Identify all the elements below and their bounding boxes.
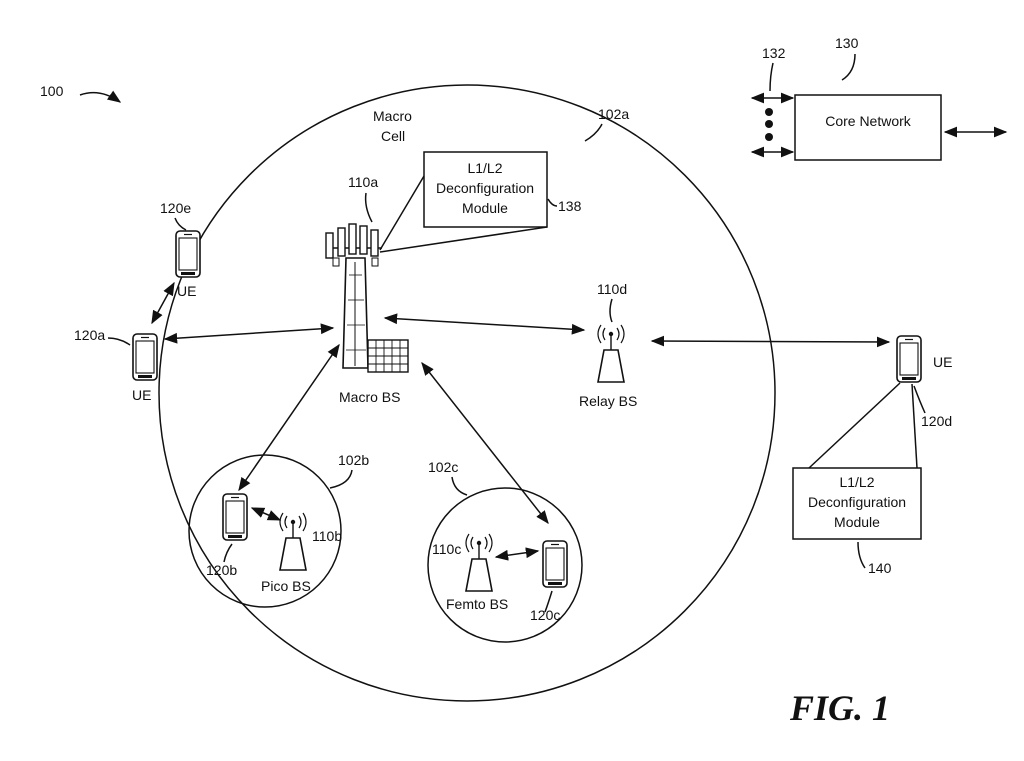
femto-bs-ref-label: 110c bbox=[432, 541, 461, 557]
module-140-ref-label: 140 bbox=[868, 560, 892, 576]
module-140-line3: Module bbox=[834, 514, 880, 530]
link-femto-ue120c bbox=[494, 547, 540, 561]
femto-cell-ref-leader bbox=[451, 476, 468, 496]
macro-cell-label-line2: Cell bbox=[381, 128, 405, 144]
macro-bs-label: Macro BS bbox=[339, 389, 400, 405]
module-138-line2: Deconfiguration bbox=[436, 180, 534, 196]
ue-120b-ref-label: 120b bbox=[206, 562, 237, 578]
ue-120c-phone-icon bbox=[542, 540, 568, 588]
module-138-callout-line-upper bbox=[379, 175, 425, 251]
macro-cell-ref-label: 102a bbox=[598, 106, 629, 122]
link-macro-relay bbox=[383, 313, 586, 335]
core-links-ref-leader bbox=[769, 62, 774, 92]
core-link-dot-2 bbox=[765, 120, 773, 128]
pico-cell-ref-label: 102b bbox=[338, 452, 369, 468]
module-140-line2: Deconfiguration bbox=[808, 494, 906, 510]
module-138-ref-label: 138 bbox=[558, 198, 582, 214]
macro-bs-ref-label: 110a bbox=[348, 174, 378, 190]
pico-cell-ref-leader bbox=[329, 469, 353, 489]
ue-120d-label: UE bbox=[933, 354, 952, 370]
ue-120b-ref-leader bbox=[223, 543, 233, 563]
module-138-callout-line-lower bbox=[379, 226, 548, 253]
ue-120e-phone-icon bbox=[175, 230, 201, 278]
femto-bs-label: Femto BS bbox=[446, 596, 508, 612]
core-links-ref-label: 132 bbox=[762, 45, 786, 61]
ue-120e-ref-leader bbox=[174, 217, 187, 231]
pico-bs-icon bbox=[279, 512, 307, 571]
module-138-ref-leader bbox=[547, 198, 558, 207]
ue-120c-ref-leader bbox=[544, 590, 553, 613]
link-macro-ue120b bbox=[238, 343, 340, 492]
module-138-box bbox=[423, 151, 548, 228]
ue-120a-phone-icon bbox=[132, 333, 158, 381]
macro-bs-ref-leader bbox=[364, 192, 373, 223]
macro-cell-ref-leader bbox=[584, 123, 603, 142]
core-network-box bbox=[794, 94, 942, 161]
link-relay-ue120d bbox=[650, 335, 891, 348]
core-link-dot-3 bbox=[765, 133, 773, 141]
module-138-line1: L1/L2 bbox=[467, 160, 502, 176]
ue-120a-label: UE bbox=[132, 387, 151, 403]
module-140-line1: L1/L2 bbox=[839, 474, 874, 490]
relay-bs-label: Relay BS bbox=[579, 393, 637, 409]
link-ue120b-pico bbox=[250, 507, 282, 521]
module-138-line3: Module bbox=[462, 200, 508, 216]
module-140-box bbox=[792, 467, 922, 540]
ue-120a-ref-leader bbox=[107, 337, 131, 346]
core-network-ref-label: 130 bbox=[835, 35, 859, 51]
macro-cell-circle bbox=[158, 84, 776, 702]
figure-caption: FIG. 1 bbox=[789, 688, 890, 728]
core-link-dot-1 bbox=[765, 108, 773, 116]
ue-120e-label: UE bbox=[177, 283, 196, 299]
ue-120d-phone-icon bbox=[896, 335, 922, 383]
pico-bs-ref-label: 110b bbox=[312, 528, 342, 544]
relay-bs-ref-leader bbox=[609, 298, 613, 323]
core-network-ref-leader bbox=[841, 53, 856, 81]
macro-bs-cabinet-icon bbox=[367, 339, 409, 373]
ue-120a-ref-label: 120a bbox=[74, 327, 105, 343]
femto-cell-ref-label: 102c bbox=[428, 459, 458, 475]
ue-120b-phone-icon bbox=[222, 493, 248, 541]
module-140-ref-leader bbox=[857, 541, 866, 569]
link-ue120a-ue120e bbox=[151, 281, 175, 325]
relay-bs-ref-label: 110d bbox=[597, 281, 627, 297]
ue-120e-ref-label: 120e bbox=[160, 200, 191, 216]
macro-bs-tower-icon bbox=[325, 223, 382, 369]
ue-120c-ref-label: 120c bbox=[530, 607, 560, 623]
relay-bs-icon bbox=[597, 324, 625, 383]
module-140-callout-line-left bbox=[808, 382, 901, 469]
macro-cell-label-line1: Macro bbox=[373, 108, 412, 124]
figure-ref-arrow bbox=[79, 90, 122, 103]
femto-bs-icon bbox=[465, 533, 493, 592]
ue-120d-ref-label: 120d bbox=[921, 413, 952, 429]
link-macro-ue120c bbox=[421, 361, 549, 525]
pico-bs-label: Pico BS bbox=[261, 578, 311, 594]
ue-120d-ref-leader bbox=[913, 385, 926, 414]
module-140-callout-line-right bbox=[911, 383, 918, 469]
link-ue120a-macro bbox=[163, 323, 335, 344]
core-network-label: Core Network bbox=[825, 113, 912, 129]
figure-ref-label: 100 bbox=[40, 83, 64, 99]
